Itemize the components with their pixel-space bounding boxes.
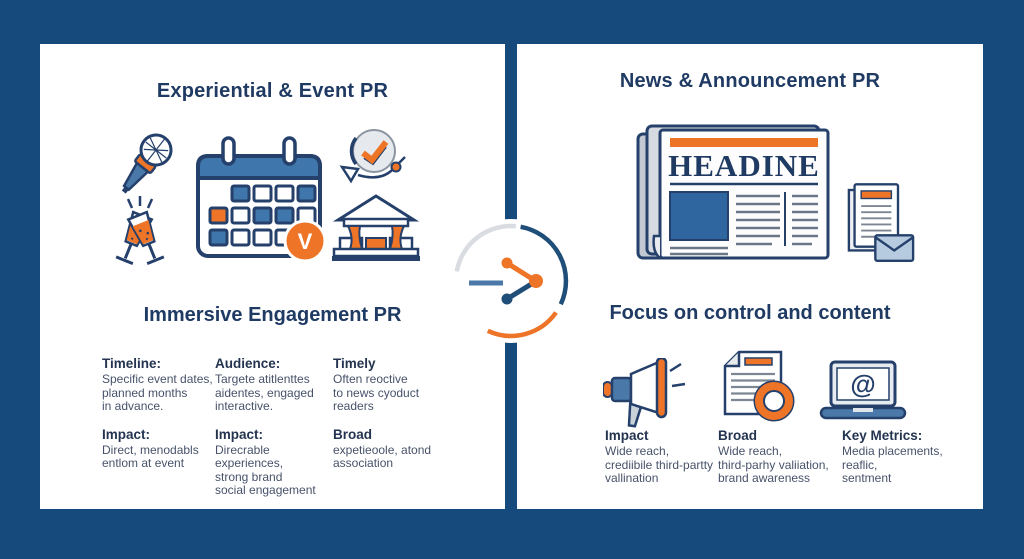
- event-tent-icon: [332, 194, 420, 261]
- right-panel-title: News & Announcement PR: [619, 70, 881, 92]
- clock-arrow-icon: [454, 223, 569, 339]
- right-col-broad-label: Broad: [718, 428, 758, 443]
- newspaper-headline-text: HEADINE: [668, 148, 820, 183]
- left-col-broad: Broad expetieoole, atond association: [333, 427, 465, 498]
- left-col-timeline: Timeline: Specific event dates, planned …: [102, 356, 215, 414]
- document-ring-icon: [723, 350, 795, 422]
- right-col-broad: Broad Wide reach, third-parhy valiiation…: [718, 428, 842, 486]
- left-col-timely-text: Often reoctive to news cyoduct readers: [333, 372, 420, 413]
- right-col-impact: Impact Wide reach, crediibile third-part…: [605, 428, 718, 486]
- news-announcement-pr-panel: News & Announcement PR HEADINE Focus on …: [517, 44, 983, 509]
- calendar-badge-letter: V: [298, 229, 313, 254]
- right-col-impact-text: Wide reach, crediibile third-partty vall…: [605, 444, 714, 485]
- left-col-timely-label: Timely: [333, 356, 376, 371]
- right-panel-columns: Impact Wide reach, crediibile third-part…: [605, 428, 972, 486]
- laptop-at-icon: @: [819, 360, 907, 420]
- left-panel-columns: Timeline: Specific event dates, planned …: [102, 356, 465, 498]
- right-panel-subtitle: Focus on control and content: [609, 302, 891, 324]
- microphone-icon: [121, 133, 173, 194]
- center-clock-badge: [449, 219, 573, 343]
- left-col-audience-text: Targete atitlenttes aidentes, engaged in…: [215, 372, 314, 413]
- left-col-impact-2-label: Impact:: [215, 426, 264, 442]
- right-col-key-metrics-label: Key Metrics:: [842, 428, 923, 443]
- left-col-broad-label: Broad: [333, 426, 373, 442]
- left-col-timeline-label: Timeline:: [102, 356, 162, 371]
- check-arrow-icon: [339, 129, 406, 184]
- left-col-impact-1: Impact: Direct, menodabls entlom at even…: [102, 427, 215, 498]
- left-col-impact-2: Impact: Direcrable experiences, strong b…: [215, 427, 333, 498]
- document-mail-icon: [847, 183, 915, 263]
- experiential-event-pr-panel: Experiential & Event PR: [40, 44, 505, 509]
- left-col-impact-1-label: Impact:: [102, 426, 151, 442]
- laptop-at-symbol: @: [850, 369, 875, 399]
- left-col-impact-2-text: Direcrable experiences, strong brand soc…: [215, 442, 316, 497]
- left-col-impact-1-text: Direct, menodabls entlom at event: [102, 442, 199, 470]
- left-col-broad-text: expetieoole, atond association: [333, 442, 432, 470]
- right-col-broad-text: Wide reach, third-parhy valiiation, bran…: [718, 444, 829, 485]
- left-col-timeline-text: Specific event dates, planned months in …: [102, 372, 213, 413]
- calendar-icon: V: [196, 136, 327, 263]
- megaphone-icon: [603, 358, 686, 428]
- newspaper-icon: HEADINE: [636, 124, 830, 260]
- champagne-toast-icon: [115, 196, 165, 266]
- left-col-audience: Audience: Targete atitlenttes aidentes, …: [215, 356, 333, 414]
- right-col-impact-label: Impact: [605, 428, 649, 443]
- left-panel-title: Experiential & Event PR: [156, 80, 389, 102]
- left-col-timely: Timely Often reoctive to news cyoduct re…: [333, 356, 465, 414]
- right-col-key-metrics-text: Media placements, reaflic, sentment: [842, 444, 943, 485]
- left-col-audience-label: Audience:: [215, 356, 281, 371]
- left-panel-subtitle: Immersive Engagement PR: [143, 304, 402, 326]
- right-col-key-metrics: Key Metrics: Media placements, reaflic, …: [842, 428, 972, 486]
